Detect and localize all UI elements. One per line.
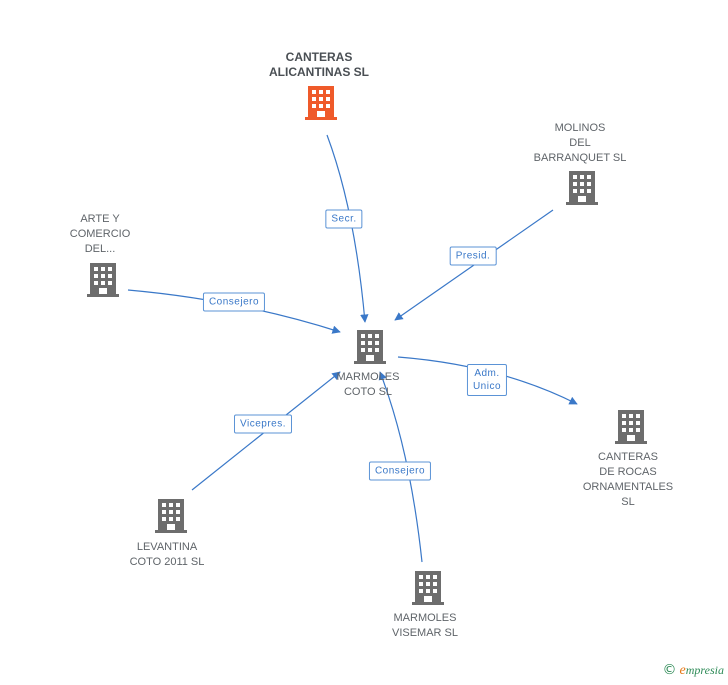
node-label-canteras-rocas[interactable]: CANTERAS DE ROCAS ORNAMENTALES SL [582,451,674,508]
building-icon-canteras-alicantinas[interactable] [305,86,337,120]
brand-name: mpresia [685,663,724,677]
copyright-symbol: © [662,662,677,678]
empresia-logo[interactable]: © empresia [663,662,724,679]
building-icon-visemar[interactable] [412,571,444,605]
edge-label-vicepres: Vicepres. [233,414,293,434]
edge-secr [326,134,369,323]
building-icon-arte[interactable] [87,263,119,297]
building-icon-canteras-rocas[interactable] [615,410,647,444]
brand-e: e [679,663,686,678]
node-label-visemar[interactable]: MARMOLES VISEMAR SL [391,612,459,639]
edge-label-consejero-visemar: Consejero [368,461,432,481]
building-icon-molinos[interactable] [566,171,598,205]
node-label-levantina[interactable]: LEVANTINA COTO 2011 SL [129,541,205,568]
building-icon-levantina[interactable] [155,499,187,533]
node-label-marmoles-coto[interactable]: MARMOLES COTO SL [336,371,400,398]
edge-label-presid: Presid. [449,246,497,266]
edge-label-secr: Secr. [325,209,363,229]
edge-consejero-visemar [378,371,423,563]
node-label-canteras-alicantinas[interactable]: CANTERAS ALICANTINAS SL [269,50,369,79]
edge-label-consejero-arte: Consejero [202,292,266,312]
node-label-arte[interactable]: ARTE Y COMERCIO DEL... [69,213,131,255]
node-label-molinos[interactable]: MOLINOS DEL BARRANQUET SL [533,122,627,164]
edge-label-adm-unico: Adm. Unico [466,364,508,396]
building-icon-marmoles-coto[interactable] [354,330,386,364]
